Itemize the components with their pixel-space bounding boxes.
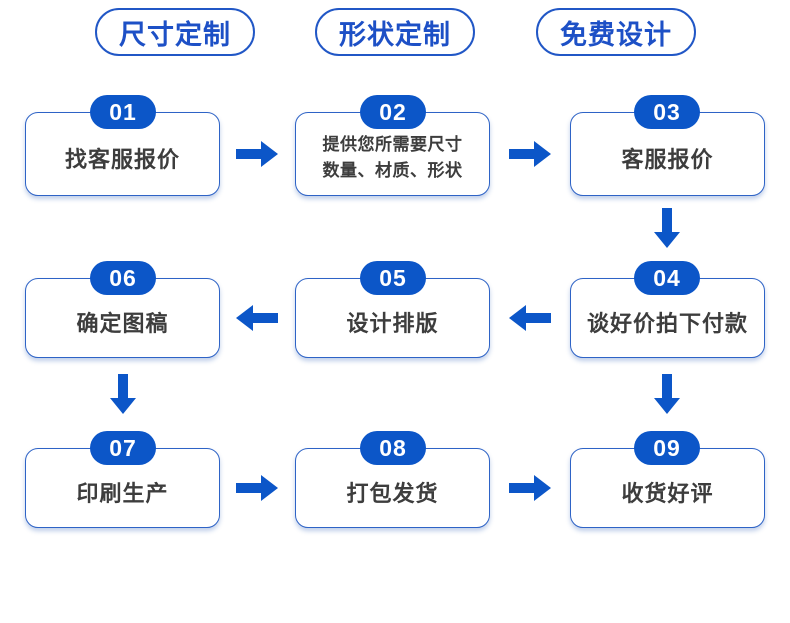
- step-08-label: 打包发货: [346, 481, 439, 506]
- step-06-badge: 06: [90, 261, 156, 295]
- flow-arrow-down-icon: [654, 374, 680, 414]
- step-number: 04: [653, 264, 681, 291]
- step-07-badge: 07: [90, 431, 156, 465]
- tag-label: 尺寸定制: [119, 19, 231, 50]
- step-number: 01: [109, 98, 137, 125]
- flow-arrow-right-icon: [509, 475, 551, 501]
- flow-arrow-down-icon: [654, 208, 680, 248]
- step-number: 06: [109, 264, 137, 291]
- step-03-badge: 03: [634, 95, 700, 129]
- step-number: 07: [109, 434, 137, 461]
- tag-label: 免费设计: [560, 19, 672, 50]
- flow-arrow-down-icon: [110, 374, 136, 414]
- step-05-badge: 05: [360, 261, 426, 295]
- tag-label: 形状定制: [339, 19, 451, 50]
- step-01-label: 找客服报价: [64, 147, 180, 172]
- step-number: 09: [653, 434, 681, 461]
- step-09-badge: 09: [634, 431, 700, 465]
- step-02-label-line2: 数量、材质、形状: [322, 161, 463, 180]
- tag-free-design: 免费设计: [536, 8, 696, 56]
- step-02-badge: 02: [360, 95, 426, 129]
- tag-size-customization: 尺寸定制: [95, 8, 255, 56]
- flow-arrow-right-icon: [236, 475, 278, 501]
- step-06-label: 确定图稿: [76, 311, 169, 336]
- flow-arrow-left-icon: [236, 305, 278, 331]
- step-08-badge: 08: [360, 431, 426, 465]
- step-02-label: 提供您所需要尺寸 数量、材质、形状: [323, 124, 463, 185]
- step-number: 02: [379, 98, 407, 125]
- step-number: 08: [379, 434, 407, 461]
- step-01-badge: 01: [90, 95, 156, 129]
- tag-shape-customization: 形状定制: [315, 8, 475, 56]
- step-04-label: 谈好价拍下付款: [586, 311, 748, 336]
- flow-arrow-left-icon: [509, 305, 551, 331]
- step-number: 03: [653, 98, 681, 125]
- flow-arrow-right-icon: [236, 141, 278, 167]
- step-03-label: 客服报价: [621, 147, 714, 172]
- flow-arrow-right-icon: [509, 141, 551, 167]
- step-04-badge: 04: [634, 261, 700, 295]
- step-09-label: 收货好评: [621, 481, 714, 506]
- step-02-label-line1: 提供您所需要尺寸: [322, 134, 463, 154]
- step-07-label: 印刷生产: [76, 481, 169, 506]
- step-number: 05: [379, 264, 407, 291]
- step-05-label: 设计排版: [346, 311, 439, 336]
